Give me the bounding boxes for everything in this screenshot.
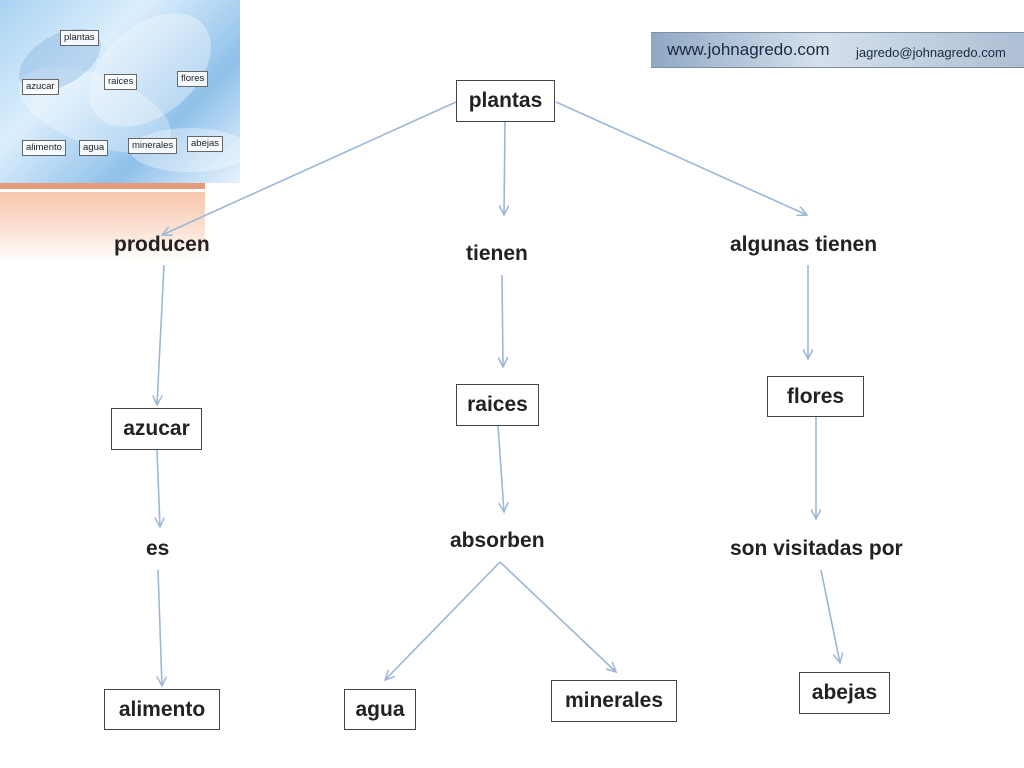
arrow-producen-azucar xyxy=(157,264,165,405)
website-banner: www.johnagredo.com jagredo@johnagredo.co… xyxy=(651,32,1024,68)
arrow-azucar-es xyxy=(157,449,160,527)
banner-email: jagredo@johnagredo.com xyxy=(856,45,1006,60)
link-absorben: absorben xyxy=(450,529,545,552)
thumb-node-minerales: minerales xyxy=(128,138,178,154)
thumb-node-flores: flores xyxy=(177,71,209,87)
link-producen: producen xyxy=(114,233,210,256)
arrow-raices-absorben xyxy=(497,425,504,512)
arrow-plantas-tienen xyxy=(504,121,505,215)
arrow-absorben-minerales xyxy=(499,561,616,672)
node-azucar: azucar xyxy=(111,408,202,450)
node-abejas: abejas xyxy=(799,672,890,714)
banner-url: www.johnagredo.com xyxy=(667,40,830,59)
link-es: es xyxy=(146,537,170,560)
thumb-node-raices: raices xyxy=(104,74,138,90)
thumbnail-image: plantas azucar raices flores alimento ag… xyxy=(0,0,240,183)
arrow-tienen-raices xyxy=(502,274,503,367)
arrow-absorben-agua xyxy=(385,561,501,680)
arrow-visitadas-abejas xyxy=(820,569,840,663)
arrow-plantas-producen xyxy=(162,101,457,235)
link-algunas-tienen: algunas tienen xyxy=(730,233,878,256)
arrow-es-alimento xyxy=(158,569,162,686)
node-agua: agua xyxy=(344,689,416,730)
thumb-node-plantas: plantas xyxy=(60,30,99,46)
node-alimento: alimento xyxy=(104,689,220,730)
arrow-plantas-algunas xyxy=(555,101,807,215)
node-minerales: minerales xyxy=(551,680,677,722)
thumb-node-alimento: alimento xyxy=(22,140,66,156)
thumb-node-agua: agua xyxy=(79,140,109,156)
node-flores: flores xyxy=(767,376,864,417)
thumb-node-abejas: abejas xyxy=(187,136,223,152)
link-son-visitadas-por: son visitadas por xyxy=(730,537,903,560)
node-raices: raices xyxy=(456,384,539,426)
node-plantas: plantas xyxy=(456,80,555,122)
thumb-node-azucar: azucar xyxy=(22,79,59,95)
accent-bar xyxy=(0,183,205,189)
link-tienen: tienen xyxy=(466,242,528,265)
